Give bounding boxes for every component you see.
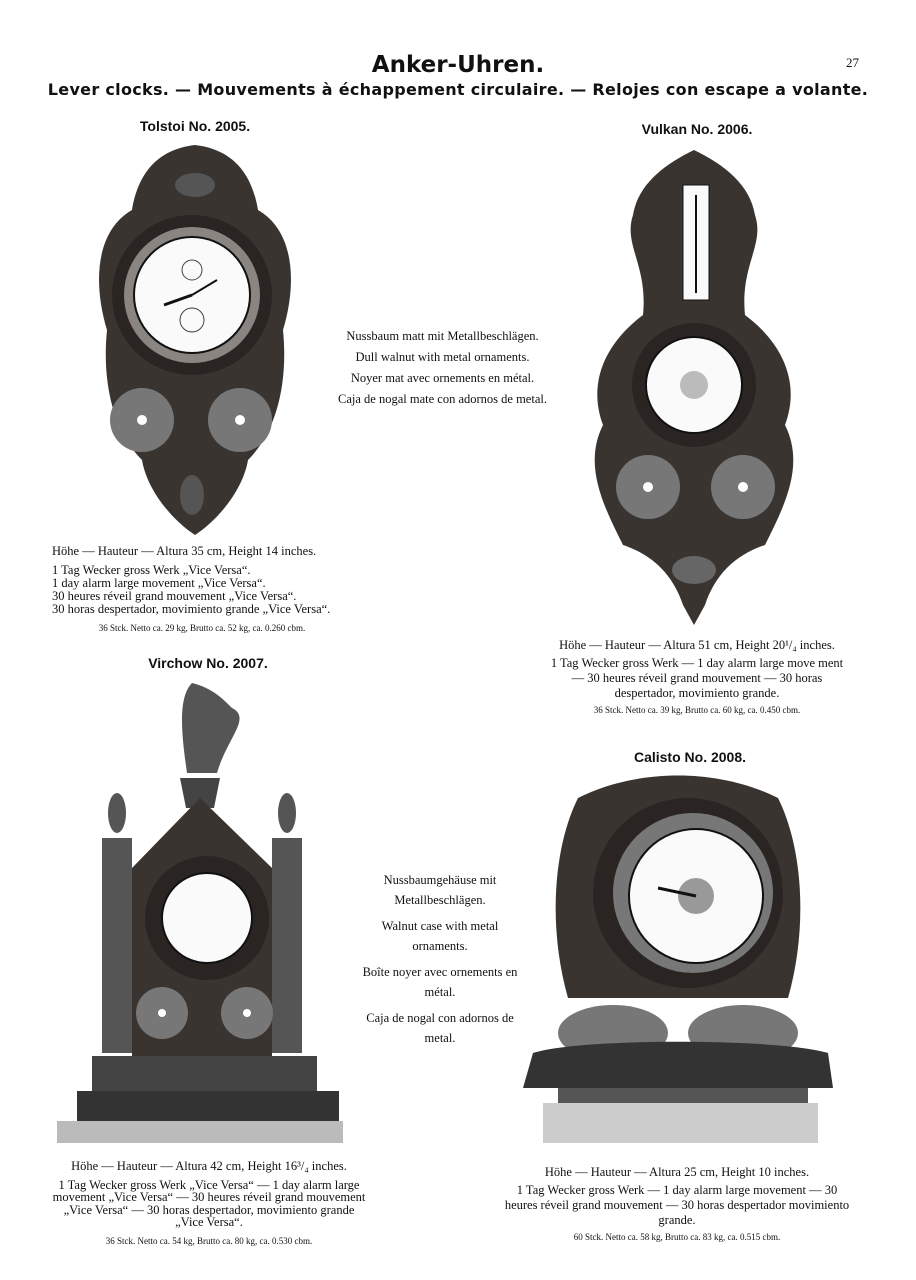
vulkan-movement: 1 Tag Wecker gross Werk — 1 day alarm la… [550,656,844,700]
vulkan-packing: 36 Stck. Netto ca. 39 kg, Brutto ca. 60 … [593,705,801,715]
product-name-vulkan: Vulkan No. 2006. [641,121,753,137]
virchow-specs: Höhe — Hauteur — Altura 42 cm, Height 16… [48,1160,370,1247]
vulkan-height: Höhe — Hauteur — Altura 51 cm, Height 20… [559,638,835,652]
tolstoi-movement-en: 1 day alarm large movement „Vice Versa“. [52,576,266,590]
product-name-tolstoi: Tolstoi No. 2005. [139,118,251,134]
tolstoi-packing: 36 Stck. Netto ca. 29 kg, Brutto ca. 52 … [98,623,306,633]
vulkan-clock-illustration [594,150,794,625]
page-number: 27 [846,55,859,70]
tolstoi-movement-de: 1 Tag Wecker gross Werk „Vice Versa“. [52,563,251,577]
page-title: Anker-Uhren. [371,52,545,78]
note-es: Caja de nogal mate con adornos de metal. [338,392,547,406]
note-en: Walnut case with metal ornaments. [381,919,499,953]
calisto-specs: Höhe — Hauteur — Altura 25 cm, Height 10… [502,1165,852,1245]
page-subtitle: Lever clocks. — Mouvements à échappement… [47,80,869,99]
note-fr: Noyer mat avec ornements en métal. [350,371,535,385]
note-fr: Boîte noyer avec ornements en métal. [362,965,518,999]
material-note-1: Nussbaum matt mit Metallbeschlägen. Dull… [335,326,550,406]
calisto-packing: 60 Stck. Netto ca. 58 kg, Brutto ca. 83 … [573,1232,781,1242]
product-name-calisto: Calisto No. 2008. [633,749,747,765]
product-name-virchow: Virchow No. 2007. [148,655,268,671]
virchow-height: Höhe — Hauteur — Altura 42 cm, Height 16… [71,1159,347,1173]
calisto-clock-illustration [523,775,833,1143]
note-de: Nussbaumgehäuse mit Metallbeschlägen. [383,873,497,907]
note-de: Nussbaum matt mit Metallbeschlägen. [346,329,539,343]
vulkan-specs: Höhe — Hauteur — Altura 51 cm, Height 20… [548,638,846,718]
tolstoi-height: Höhe — Hauteur — Altura 35 cm, Height 14… [52,544,317,558]
virchow-packing: 36 Stck. Netto ca. 54 kg, Brutto ca. 80 … [105,1235,313,1246]
tolstoi-specs: Höhe — Hauteur — Altura 35 cm, Height 14… [52,545,352,635]
calisto-movement: 1 Tag Wecker gross Werk — 1 day alarm la… [504,1183,850,1227]
note-en: Dull walnut with metal ornaments. [355,350,530,364]
tolstoi-movement-fr: 30 heures réveil grand mouvement „Vice V… [52,589,297,603]
material-note-2: Nussbaumgehäuse mit Metallbeschlägen. Wa… [360,870,520,1048]
virchow-movement: 1 Tag Wecker gross Werk „Vice Versa“ — 1… [52,1177,366,1229]
note-es: Caja de nogal con adornos de metal. [366,1011,514,1045]
calisto-height: Höhe — Hauteur — Altura 25 cm, Height 10… [544,1165,810,1179]
tolstoi-movement-es: 30 horas despertador, movimiento grande … [52,602,331,616]
virchow-clock-illustration [57,683,343,1143]
tolstoi-clock-illustration [99,145,291,535]
